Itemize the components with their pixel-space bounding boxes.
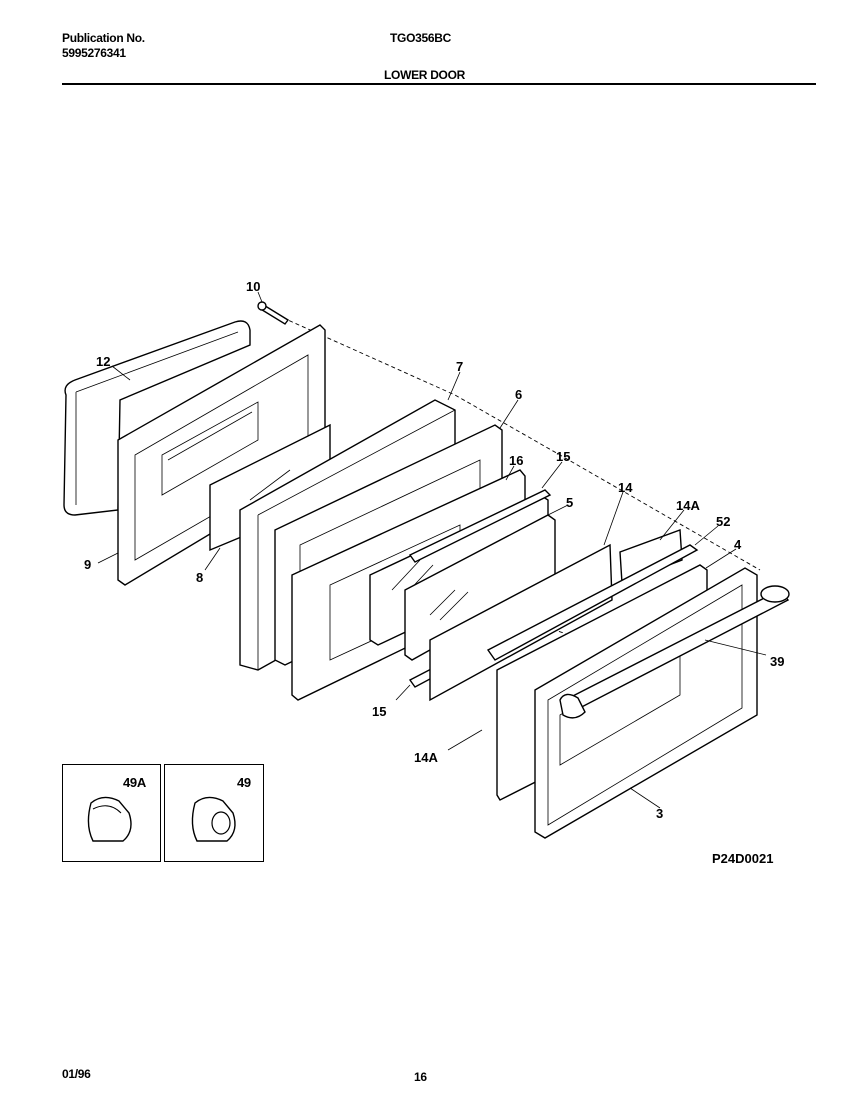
label-part-8: 8 — [196, 570, 203, 585]
door-handle-part — [559, 585, 790, 719]
label-part-14A-top: 14A — [676, 498, 700, 513]
leader-14A-top — [659, 509, 685, 541]
label-part-52: 52 — [716, 514, 730, 529]
spacer-top-part — [619, 529, 683, 584]
label-part-5: 5 — [566, 495, 573, 510]
label-part-12: 12 — [96, 354, 110, 369]
model-number: TGO356BC — [390, 31, 451, 45]
knob-49-icon — [191, 796, 236, 842]
publication-label: Publication No. — [62, 31, 145, 45]
leader-6 — [499, 399, 519, 429]
label-part-10: 10 — [246, 279, 260, 294]
leader-16 — [505, 465, 515, 481]
door-gasket-part — [63, 320, 251, 516]
inset-box-49: 49 — [164, 764, 264, 862]
header-rule — [62, 83, 816, 85]
leader-9 — [97, 552, 119, 564]
section-title: LOWER DOOR — [384, 68, 465, 82]
leader-15-bottom — [395, 684, 411, 701]
inset-box-49A: 49A — [62, 764, 161, 862]
leader-39 — [704, 639, 767, 656]
knob-49A-icon — [87, 796, 132, 842]
leader-14 — [603, 491, 624, 546]
label-part-7: 7 — [456, 359, 463, 374]
leader-4 — [705, 548, 737, 569]
label-part-39: 39 — [770, 654, 784, 669]
label-part-6: 6 — [515, 387, 522, 402]
insulation-part — [429, 543, 613, 702]
leader-15-top — [541, 461, 563, 489]
door-bracket-part — [486, 544, 699, 661]
label-part-16: 16 — [509, 453, 523, 468]
inset-label-49: 49 — [237, 775, 251, 790]
label-part-15-top: 15 — [556, 449, 570, 464]
leader-52 — [694, 525, 719, 546]
leader-8 — [204, 547, 221, 571]
label-part-3: 3 — [656, 806, 663, 821]
footer-page-number: 16 — [414, 1070, 427, 1084]
leader-5 — [547, 504, 569, 516]
diagram-code: P24D0021 — [712, 851, 773, 866]
footer-date: 01/96 — [62, 1067, 91, 1081]
inset-label-49A: 49A — [123, 775, 146, 790]
leader-3 — [629, 787, 661, 809]
screw-part — [257, 301, 290, 325]
leader-7 — [447, 371, 461, 401]
label-part-4: 4 — [734, 537, 742, 552]
assembly-axis-line — [269, 311, 761, 571]
label-part-15-bottom: 15 — [372, 704, 386, 719]
glass-channel-top-part — [408, 489, 552, 563]
publication-number: 5995276341 — [62, 46, 126, 60]
leader-10 — [257, 291, 263, 303]
label-part-14A-bottom: 14A — [414, 750, 438, 765]
leader-12 — [111, 365, 131, 381]
leader-14A-bottom — [447, 729, 483, 751]
label-part-9: 9 — [84, 557, 91, 572]
label-part-14: 14 — [618, 480, 633, 495]
